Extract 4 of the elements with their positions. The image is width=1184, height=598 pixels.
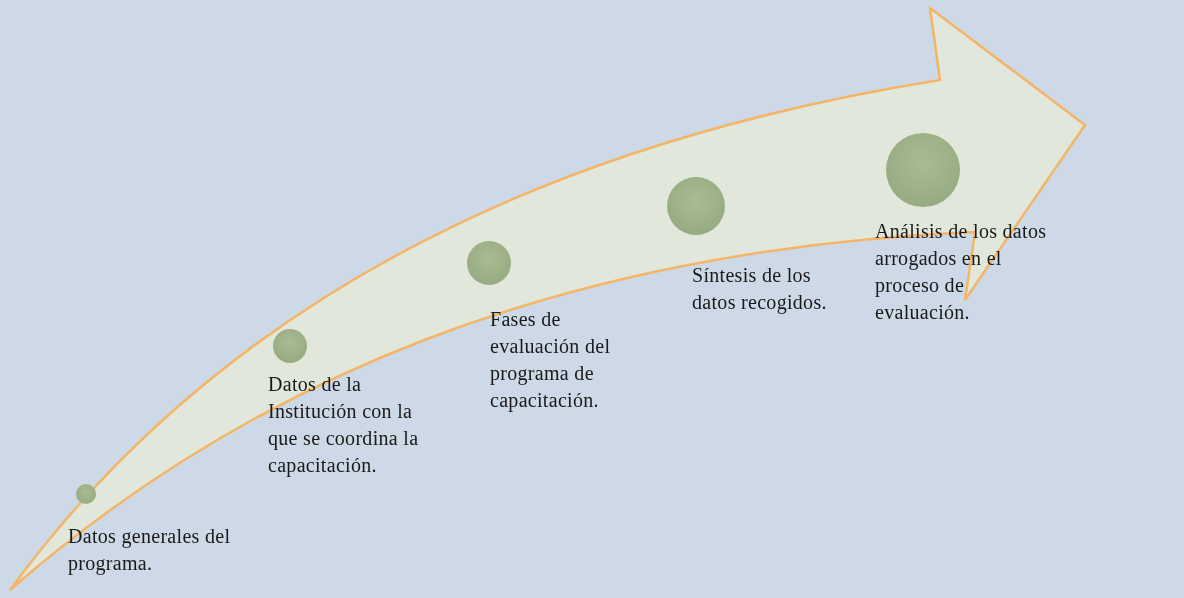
step-caption: Síntesis de los datos recogidos. [692, 263, 828, 316]
step-circle [76, 484, 96, 504]
step-caption: Fases de evaluación del programa de capacitación. [490, 307, 612, 414]
step-caption: Datos de la Institución con la que se coordina la capacitación. [268, 372, 420, 479]
